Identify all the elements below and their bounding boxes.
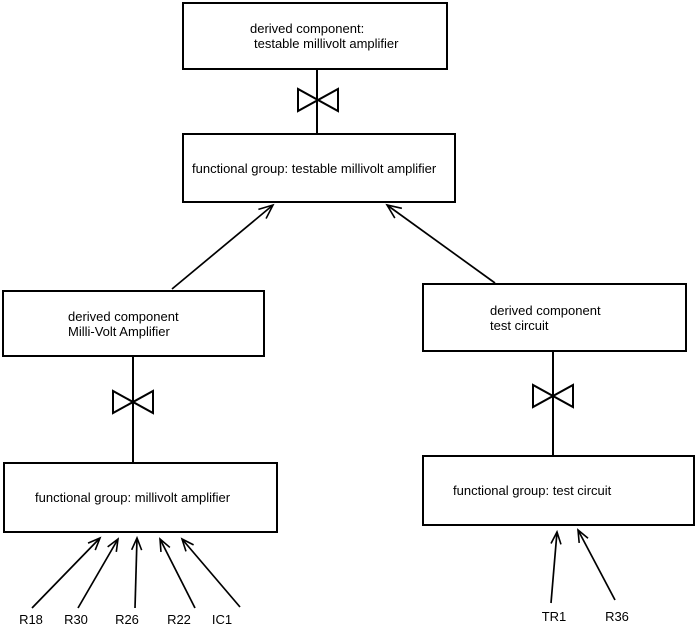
component-arrow — [550, 529, 562, 604]
bowtie-icon — [297, 87, 339, 113]
component-arrow — [577, 528, 616, 601]
node-label-line: derived component: — [250, 21, 365, 36]
node-derived-testable-millivolt-amplifier: derived component: testable millivolt am… — [182, 2, 448, 70]
node-label-line: functional group: millivolt amplifier — [35, 490, 231, 505]
node-derived-test-circuit: derived component test circuit — [422, 283, 687, 352]
component-arrow — [180, 537, 241, 608]
node-label-line: Milli-Volt Amplifier — [68, 323, 170, 339]
component-label: R22 — [167, 612, 191, 627]
node-label-line: derived component — [490, 302, 601, 318]
generalization-arrow — [171, 203, 275, 290]
component-label: R30 — [64, 612, 88, 627]
component-label: TR1 — [541, 609, 567, 624]
component-arrow — [31, 536, 102, 609]
component-arrow — [159, 537, 196, 609]
component-arrow — [130, 535, 143, 609]
generalization-arrow — [385, 203, 496, 284]
node-derived-milli-volt-amplifier: derived component Milli-Volt Amplifier — [2, 290, 265, 357]
node-label-line: functional group: testable millivolt amp… — [192, 160, 437, 176]
bowtie-icon — [112, 389, 154, 415]
component-label: IC1 — [211, 612, 233, 627]
bowtie-icon — [532, 383, 574, 409]
node-functional-group-millivolt-amplifier: functional group: millivolt amplifier — [3, 462, 278, 533]
node-functional-group-test-circuit: functional group: test circuit — [422, 455, 695, 526]
node-functional-group-testable-millivolt-amplifier: functional group: testable millivolt amp… — [182, 133, 456, 203]
node-label-line: testable millivolt amplifier — [254, 36, 399, 51]
component-label: R26 — [115, 612, 139, 627]
node-label-line: functional group: test circuit — [453, 483, 612, 498]
component-arrow — [77, 537, 120, 609]
component-label: R18 — [19, 612, 43, 627]
node-label-line: test circuit — [490, 317, 549, 333]
node-label-line: derived component — [68, 308, 179, 324]
component-label: R36 — [605, 609, 629, 624]
